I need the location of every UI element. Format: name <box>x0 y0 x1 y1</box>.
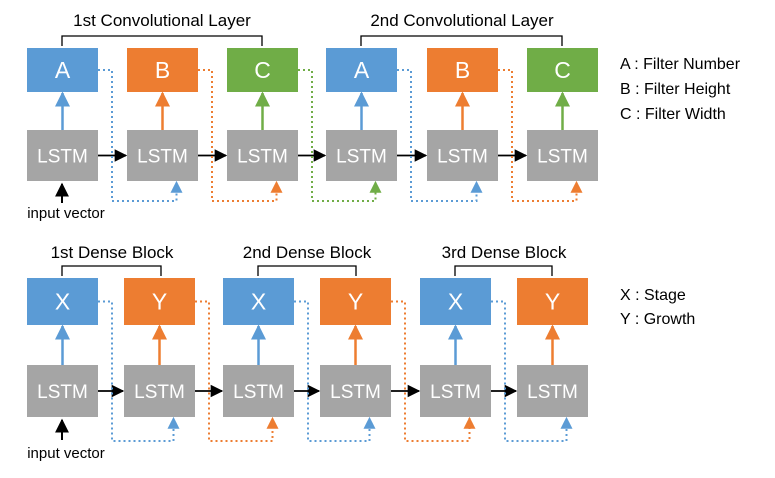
dense-block-diagram: 1st Dense Block 2nd Dense Block 3rd Dens… <box>27 243 695 462</box>
lstm-cell: LSTM <box>227 130 298 181</box>
output-box-y: Y <box>517 278 588 325</box>
output-box-label: Y <box>348 289 363 315</box>
group-label: 3rd Dense Block <box>442 243 567 262</box>
output-box-c: C <box>527 48 598 92</box>
output-box-x: X <box>27 278 98 325</box>
output-box-label: X <box>251 289 266 315</box>
lstm-cell-label: LSTM <box>233 382 284 403</box>
output-box-label: B <box>455 57 470 83</box>
output-box-label: Y <box>152 289 167 315</box>
group-label: 1st Convolutional Layer <box>73 11 251 30</box>
lstm-cell-label: LSTM <box>537 147 588 168</box>
lstm-cell: LSTM <box>223 365 294 417</box>
lstm-cell-label: LSTM <box>134 382 185 403</box>
input-label: input vector <box>27 205 105 222</box>
group-bracket <box>61 265 162 276</box>
group-bracket <box>257 265 357 276</box>
feedback-arrow <box>397 69 483 202</box>
lstm-cell-label: LSTM <box>330 382 381 403</box>
output-box-label: Y <box>545 289 560 315</box>
group-bracket <box>61 35 263 46</box>
group-bracket <box>454 265 553 276</box>
feedback-arrow <box>391 300 476 442</box>
output-box-y: Y <box>320 278 391 325</box>
lstm-cell: LSTM <box>326 130 397 181</box>
group-label: 2nd Dense Block <box>243 243 372 262</box>
output-box-label: A <box>55 57 71 83</box>
output-box-a: A <box>27 48 98 92</box>
conv-layer-diagram: 1st Convolutional Layer 2nd Convolutiona… <box>27 11 741 222</box>
lstm-cell-label: LSTM <box>336 147 387 168</box>
input-label: input vector <box>27 445 105 462</box>
feedback-arrow <box>498 69 583 202</box>
lstm-cell: LSTM <box>27 365 98 417</box>
lstm-cell: LSTM <box>127 130 198 181</box>
output-box-x: X <box>420 278 491 325</box>
output-box-label: C <box>554 57 571 83</box>
lstm-cell: LSTM <box>517 365 588 417</box>
legend-item: A : Filter Number <box>620 56 741 73</box>
lstm-cell-label: LSTM <box>37 382 88 403</box>
output-box-a: A <box>326 48 397 92</box>
group-bracket <box>360 35 563 46</box>
lstm-cell-label: LSTM <box>437 147 488 168</box>
group-label: 2nd Convolutional Layer <box>370 11 554 30</box>
legend-item: B : Filter Height <box>620 81 731 98</box>
lstm-cell-label: LSTM <box>137 147 188 168</box>
output-box-b: B <box>127 48 198 92</box>
output-box-b: B <box>427 48 498 92</box>
feedback-arrow <box>98 69 183 202</box>
lstm-cell: LSTM <box>527 130 598 181</box>
feedback-arrow <box>198 69 283 202</box>
output-box-y: Y <box>124 278 195 325</box>
lstm-cell: LSTM <box>27 130 98 181</box>
output-box-label: X <box>448 289 463 315</box>
output-box-label: B <box>155 57 170 83</box>
lstm-cell: LSTM <box>427 130 498 181</box>
lstm-cell-label: LSTM <box>430 382 481 403</box>
legend-item: C : Filter Width <box>620 106 726 123</box>
output-box-label: A <box>354 57 370 83</box>
output-box-label: C <box>254 57 271 83</box>
output-box-x: X <box>223 278 294 325</box>
legend-item: Y : Growth <box>620 311 695 328</box>
lstm-cell-label: LSTM <box>237 147 288 168</box>
output-box-label: X <box>55 289 70 315</box>
lstm-cell: LSTM <box>420 365 491 417</box>
output-box-c: C <box>227 48 298 92</box>
lstm-cell-label: LSTM <box>527 382 578 403</box>
feedback-arrow <box>298 69 382 202</box>
lstm-cell: LSTM <box>320 365 391 417</box>
lstm-cell-label: LSTM <box>37 147 88 168</box>
legend-item: X : Stage <box>620 287 686 304</box>
group-label: 1st Dense Block <box>51 243 174 262</box>
lstm-cell: LSTM <box>124 365 195 417</box>
